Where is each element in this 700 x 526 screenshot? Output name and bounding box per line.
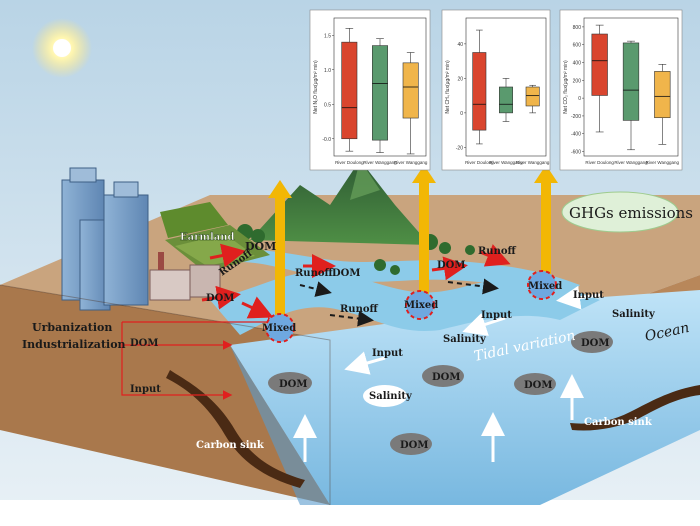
mixed-label-3: Mixed [528, 281, 562, 292]
y-tick-label: 20 [457, 76, 463, 82]
mixed-label-2: Mixed [404, 300, 438, 311]
runoff-label-1: Runoff [295, 268, 334, 279]
carbon-sink-label-left: Carbon sink [196, 440, 265, 451]
y-tick-label: 600 [573, 43, 582, 49]
salinity-label-3: Salinity [612, 309, 656, 320]
salinity-clouds [363, 385, 407, 407]
carbon-sink-left [166, 370, 305, 488]
plot-area [583, 17, 679, 157]
salinity-label-1: Salinity [443, 334, 487, 345]
x-tick-label: River Wanggang [394, 160, 428, 165]
box [402, 62, 419, 119]
carbon-sink-right [570, 385, 700, 431]
y-axis-label: Net CO₂ flux(μg/m² min) [563, 60, 569, 114]
runoff-label-2: Runoff [340, 304, 379, 315]
industrialization-label: Industrialization [22, 338, 126, 351]
box [591, 33, 608, 96]
box [525, 86, 540, 107]
y-tick-label: -0.0 [322, 137, 331, 143]
x-tick-label: River Doulong [465, 160, 494, 165]
runoff-arrows [299, 278, 499, 327]
x-tick-label: River Wanggang [489, 160, 523, 165]
input-label-ocean-1: Input [372, 348, 403, 359]
input-label-ocean-3: Input [573, 290, 604, 301]
input-arrows [201, 243, 511, 319]
factories [149, 252, 221, 301]
y-tick-label: -200 [571, 114, 581, 120]
dom-label-river: DOM [332, 268, 360, 279]
tide-arrows [293, 285, 601, 462]
sun-icon [32, 18, 92, 78]
box [654, 71, 671, 119]
dom-ocean-1: DOM [279, 379, 307, 390]
city-buildings [61, 167, 149, 311]
runoff-label-3: Runoff [478, 246, 517, 257]
x-tick-label: River Wanggang [614, 160, 648, 165]
x-tick-label: River Wanggang [363, 160, 397, 165]
plot-area [465, 17, 547, 157]
box [499, 86, 513, 114]
y-tick-label: -20 [456, 145, 463, 151]
input-label-urban: Input [130, 384, 161, 395]
y-axis-label: Net CH₄ flux(μg/m² min) [445, 60, 451, 114]
mixed-label-1: Mixed [262, 323, 296, 334]
mixed-zone-markers [265, 270, 557, 343]
box [472, 52, 487, 131]
y-tick-label: 1.0 [324, 68, 331, 74]
y-tick-label: -600 [571, 150, 581, 156]
y-axis-label: Net N₂O flux(μg/m² min) [313, 60, 319, 114]
x-tick-label: River Wanggang [646, 160, 680, 165]
input-label-ocean-2: Input [481, 310, 512, 321]
box [622, 42, 640, 121]
box [341, 41, 358, 140]
ghgs-emissions-label: GHGs emissions [569, 204, 693, 222]
box [372, 45, 388, 141]
urban-input-lines [121, 317, 278, 400]
y-tick-label: 1.5 [324, 33, 331, 39]
river-channel [210, 270, 600, 335]
ghg-emission-arrows [268, 165, 558, 318]
dom-ocean-2: DOM [432, 372, 460, 383]
y-tick-label: 200 [573, 78, 582, 84]
salinity-label-2: Salinity [369, 391, 413, 402]
y-tick-label: 800 [573, 25, 582, 31]
dom-label-farm: DOM [245, 240, 276, 253]
earmland-label: Earmland [180, 232, 235, 243]
urbanization-label: Urbanization [32, 321, 112, 334]
x-tick-label: River Wanggang [516, 160, 550, 165]
y-tick-label: -400 [571, 132, 581, 138]
dom-label-factory: DOM [206, 293, 234, 304]
y-tick-label: 0 [578, 96, 581, 102]
y-tick-label: 0.5 [324, 102, 331, 108]
y-tick-label: 0 [460, 111, 463, 117]
dom-label-river-2: DOM [437, 260, 465, 271]
dom-label-urban: DOM [130, 338, 158, 349]
x-tick-label: River Doulong [335, 160, 364, 165]
ghg-bubble [561, 191, 679, 233]
dom-blobs [268, 331, 613, 455]
dom-ocean-3: DOM [524, 380, 552, 391]
plot-area [333, 17, 427, 157]
dom-ocean-5: DOM [581, 338, 609, 349]
y-tick-label: 400 [573, 61, 582, 67]
x-tick-label: River Doulong [585, 160, 614, 165]
dom-ocean-4: DOM [400, 440, 428, 451]
carbon-sink-label-right: Carbon sink [584, 417, 653, 428]
y-tick-label: 40 [457, 42, 463, 48]
